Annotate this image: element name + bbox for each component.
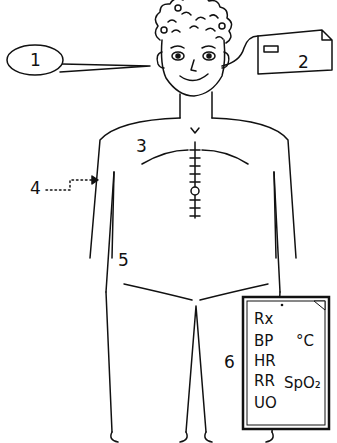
chart-dot [281, 304, 284, 307]
node-text: RR [254, 374, 275, 389]
pupil [176, 54, 180, 58]
observation-chart: RxBP °C HR RR SpO₂ UO [242, 296, 330, 430]
umbilicus [191, 187, 199, 195]
speech-bubble: 1 [6, 44, 64, 76]
node-text: 1 [30, 52, 41, 69]
eye [203, 52, 215, 60]
callout-number: 3 [136, 138, 147, 155]
hair [155, 0, 231, 43]
leader-line [46, 180, 98, 190]
device-display [264, 46, 278, 52]
pupil [207, 54, 211, 58]
left-arm [90, 118, 180, 258]
face-outline [162, 40, 225, 96]
node-text: Rx [254, 312, 273, 327]
leader-arrowhead [92, 176, 98, 184]
device-box [258, 30, 332, 74]
callout-number: 4 [30, 180, 41, 197]
nose [191, 60, 196, 71]
right-arm [212, 118, 296, 258]
eye [172, 52, 184, 60]
chart-corner [314, 301, 325, 310]
bubble-tail [60, 64, 150, 72]
node-text: SpO₂ [284, 376, 321, 391]
neck [180, 92, 212, 118]
chart-board [243, 297, 329, 429]
feet [111, 432, 273, 442]
collar-notch [191, 128, 199, 133]
device-wire [222, 36, 258, 66]
mouth [180, 74, 208, 81]
chart-paper [247, 301, 325, 425]
callout-number: 2 [298, 54, 309, 71]
callout-number: 5 [118, 252, 129, 269]
eyebrows [171, 46, 215, 48]
node-text: BP [254, 334, 273, 349]
node-text: °C [296, 334, 314, 349]
node-text: UO [254, 396, 277, 411]
torso-sides [106, 172, 280, 292]
node-text: HR [254, 354, 276, 369]
incision [190, 142, 200, 218]
callout-number: 6 [224, 354, 235, 371]
bubble-ellipse [7, 45, 63, 75]
